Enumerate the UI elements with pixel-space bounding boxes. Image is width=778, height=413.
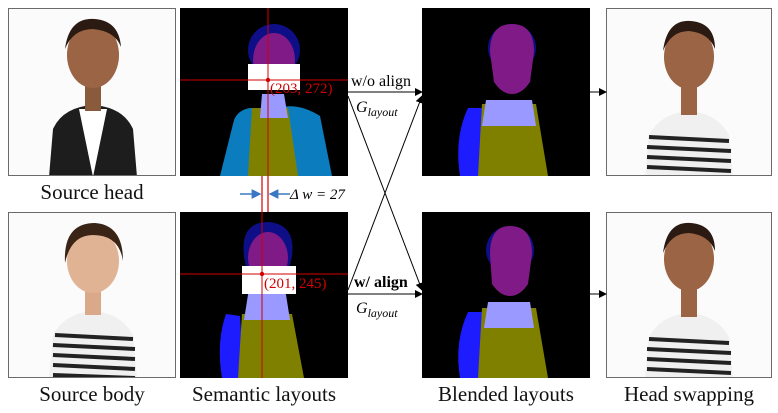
source-body-figure [9,213,175,377]
delta-w-guide-lines [261,176,269,212]
head-swap-result-top [606,8,772,176]
w-align-label: w/ align [354,274,408,291]
b1-skin-region [482,100,536,126]
alignment-marker-lines-top [180,8,348,176]
semantic-layout-head [180,8,348,176]
head-swap-result-bottom-figure [607,213,771,377]
sl2-olive-region [238,314,304,378]
g-layout-label-bottom: Glayout [356,300,398,320]
caption-semantic-layouts: Semantic layouts [191,382,337,406]
alignment-marker-lines-bottom [180,212,348,378]
source-head-figure [9,9,175,175]
wo-align-label: w/o align [351,73,411,90]
caption-blended-layouts: Blended layouts [438,382,574,406]
coord-label-bottom: (201, 245) [264,276,327,292]
b2-face-region [490,226,532,296]
blended-layout-w-align [422,212,590,378]
arrow-top-to-bottom-blend [347,95,424,291]
source-body-photo [8,212,176,378]
blended-layout-wo-align [422,8,590,176]
sl2-arm-region [219,314,244,378]
alignment-point-top [265,77,271,83]
sl1-olive-region [248,108,298,176]
head-swap-result-bottom [606,212,772,378]
coord-label-top: (203, 272) [270,81,333,97]
semantic-layout-head-map [220,24,332,176]
source-head-photo [8,8,176,176]
caption-source-head: Source head [40,180,144,204]
g-layout-label-top: Glayout [356,99,398,119]
blended-layout-wo-align-map [458,24,548,176]
head-swap-result-top-figure [607,9,771,175]
caption-source-body: Source body [39,382,145,406]
b2-skin-region [484,302,534,328]
blended-layout-w-align-map [458,226,548,378]
caption-head-swapping: Head swapping [623,382,755,406]
sl1-skin-region [260,94,288,118]
alignment-point-bottom [259,271,265,277]
delta-w-label: Δ w = 27 [289,187,346,203]
b1-face-region [490,24,534,94]
semantic-layout-body [180,212,348,378]
